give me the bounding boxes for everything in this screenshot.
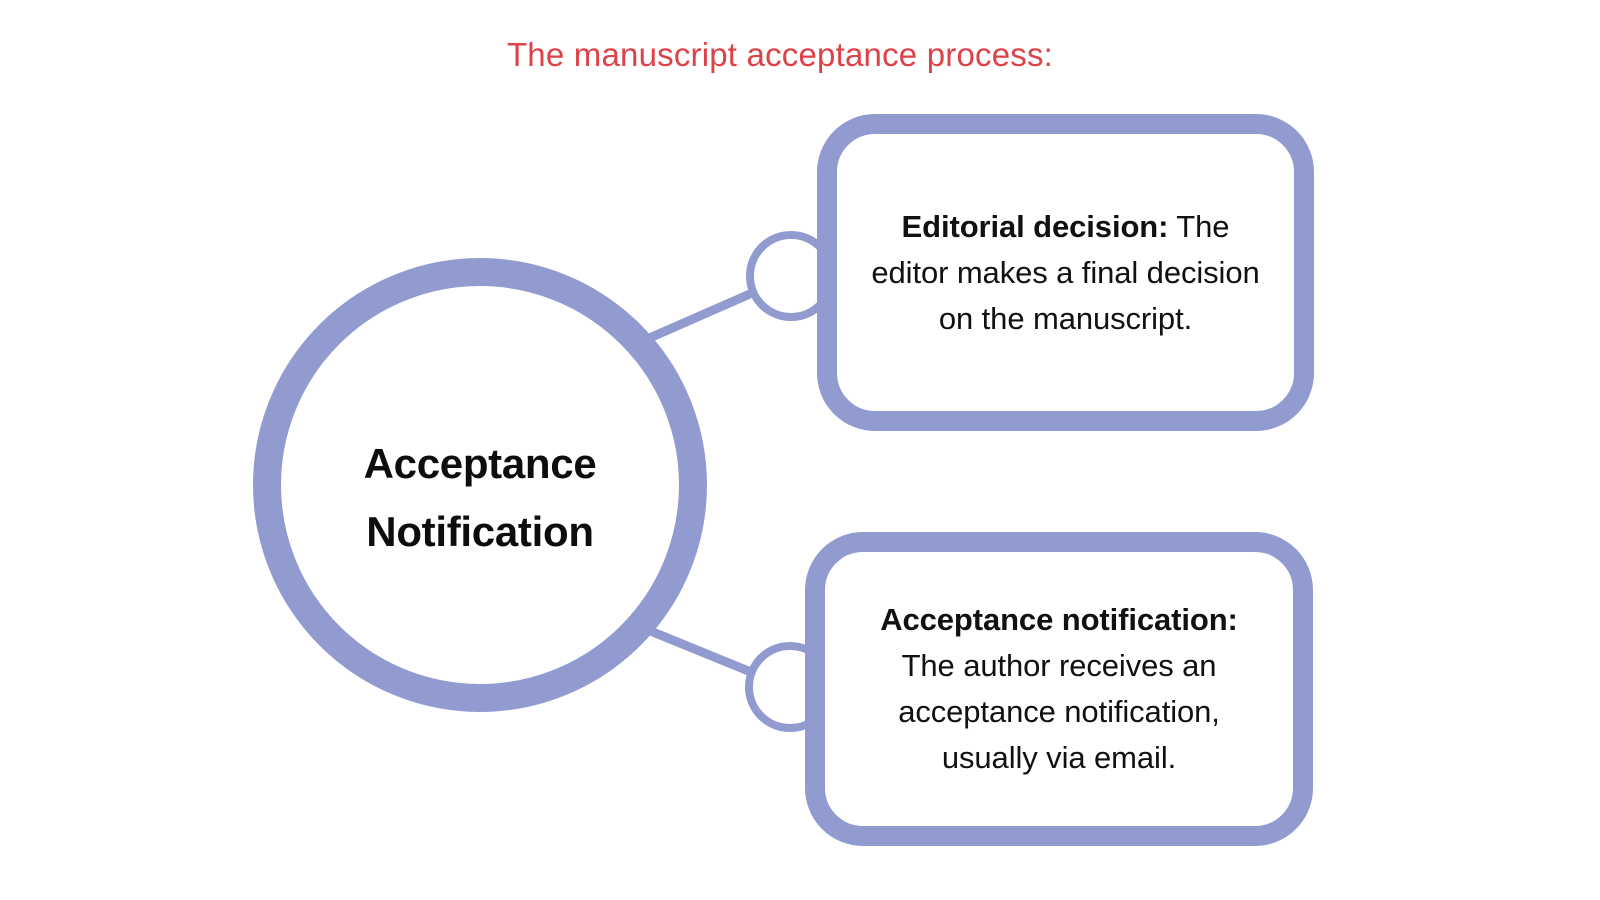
callout-acceptance-notification-text: Acceptance notification: The author rece… — [845, 597, 1273, 781]
callout-editorial-decision-body: The editor makes a final decision on the… — [871, 208, 1260, 336]
callout-editorial-decision[interactable]: Editorial decision: The editor makes a f… — [817, 114, 1314, 431]
callout-acceptance-notification-body: The author receives an acceptance notifi… — [898, 648, 1220, 775]
callout-editorial-decision-text: Editorial decision: The editor makes a f… — [852, 204, 1280, 342]
callout-acceptance-notification[interactable]: Acceptance notification: The author rece… — [805, 532, 1313, 846]
callout-editorial-decision-heading: Editorial decision: — [901, 208, 1169, 244]
callout-acceptance-notification-heading: Acceptance notification: — [880, 602, 1238, 637]
page-title: The manuscript acceptance process: — [506, 36, 1054, 73]
hub-circle[interactable] — [253, 258, 707, 712]
